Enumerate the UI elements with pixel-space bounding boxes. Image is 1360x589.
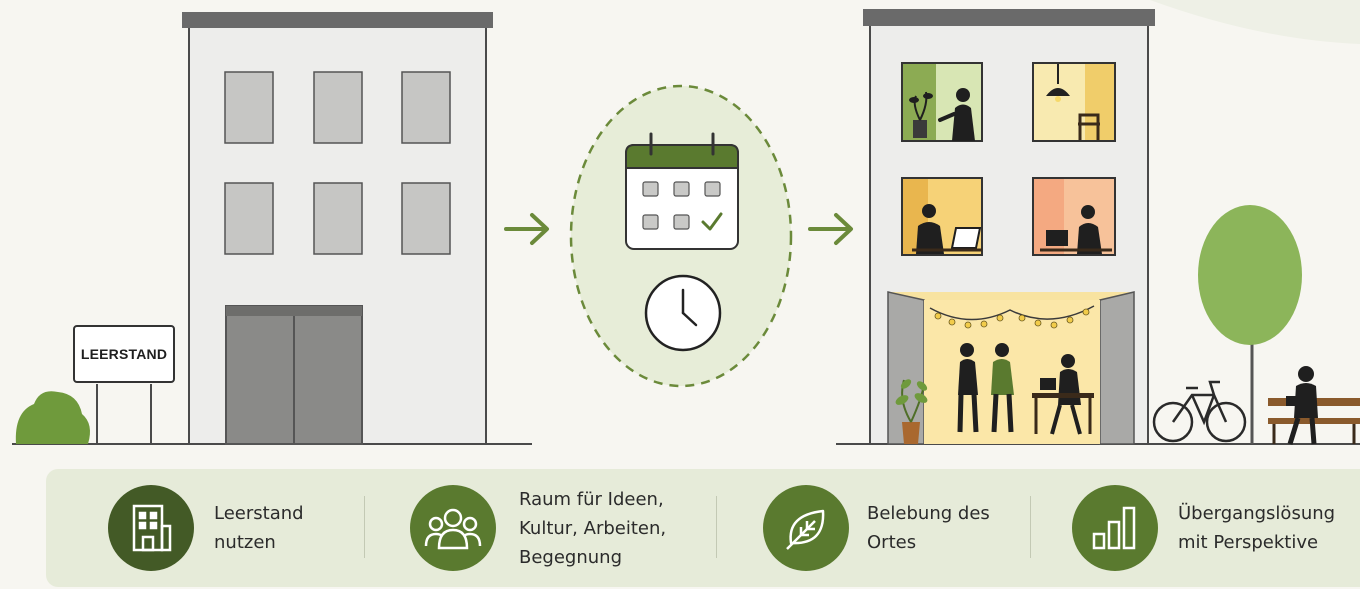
- benefits-panel: Leerstand nutzen Raum für Ideen, Kultur,…: [46, 469, 1360, 587]
- divider: [1030, 496, 1031, 558]
- arrow-right-icon: [504, 213, 549, 245]
- leaf-icon: [763, 485, 849, 571]
- leerstand-sign: [73, 325, 175, 444]
- clock-icon: [644, 274, 722, 352]
- bicycle-icon: [1152, 380, 1247, 443]
- revived-building: [863, 9, 1155, 445]
- vacant-building: [182, 12, 493, 445]
- interim-period-badge: [569, 84, 793, 388]
- bench-person: [1268, 366, 1360, 445]
- benefit-label: Leerstand nutzen: [214, 503, 304, 553]
- potted-plant-icon: [895, 379, 928, 444]
- benefit-label: Übergangslösung mit Perspektive: [1178, 503, 1336, 553]
- window-person-laptop: [901, 177, 983, 256]
- ground-floor-community-space: [887, 291, 1135, 445]
- people-icon: [410, 485, 496, 571]
- benefit-leerstand-nutzen: Leerstand nutzen: [46, 469, 364, 587]
- divider: [716, 496, 717, 558]
- leerstand-sign-label: LEERSTAND: [80, 346, 168, 362]
- bush-icon: [15, 391, 90, 444]
- window-person-laptop-orange: [1032, 177, 1116, 256]
- window-plant-person: [901, 62, 983, 142]
- benefit-belebung-des-ortes: Belebung des Ortes: [716, 469, 1030, 587]
- benefit-uebergangsloesung: Übergangslösung mit Perspektive: [1030, 469, 1360, 587]
- arrow-right-icon: [808, 213, 853, 245]
- benefit-label: Raum für Ideen, Kultur, Arbeiten, Begegn…: [519, 488, 667, 568]
- tree-icon: [1198, 205, 1302, 444]
- building-icon: [108, 485, 194, 571]
- divider: [364, 496, 365, 558]
- transformation-illustration: [12, 0, 1360, 445]
- benefit-label: Belebung des Ortes: [867, 503, 990, 553]
- window-lamp-chair: [1032, 62, 1116, 142]
- empty-windows: [224, 71, 451, 255]
- benefit-raum-fuer-ideen: Raum für Ideen, Kultur, Arbeiten, Begegn…: [364, 469, 716, 587]
- bar-chart-icon: [1072, 485, 1158, 571]
- calendar-icon: [625, 132, 739, 250]
